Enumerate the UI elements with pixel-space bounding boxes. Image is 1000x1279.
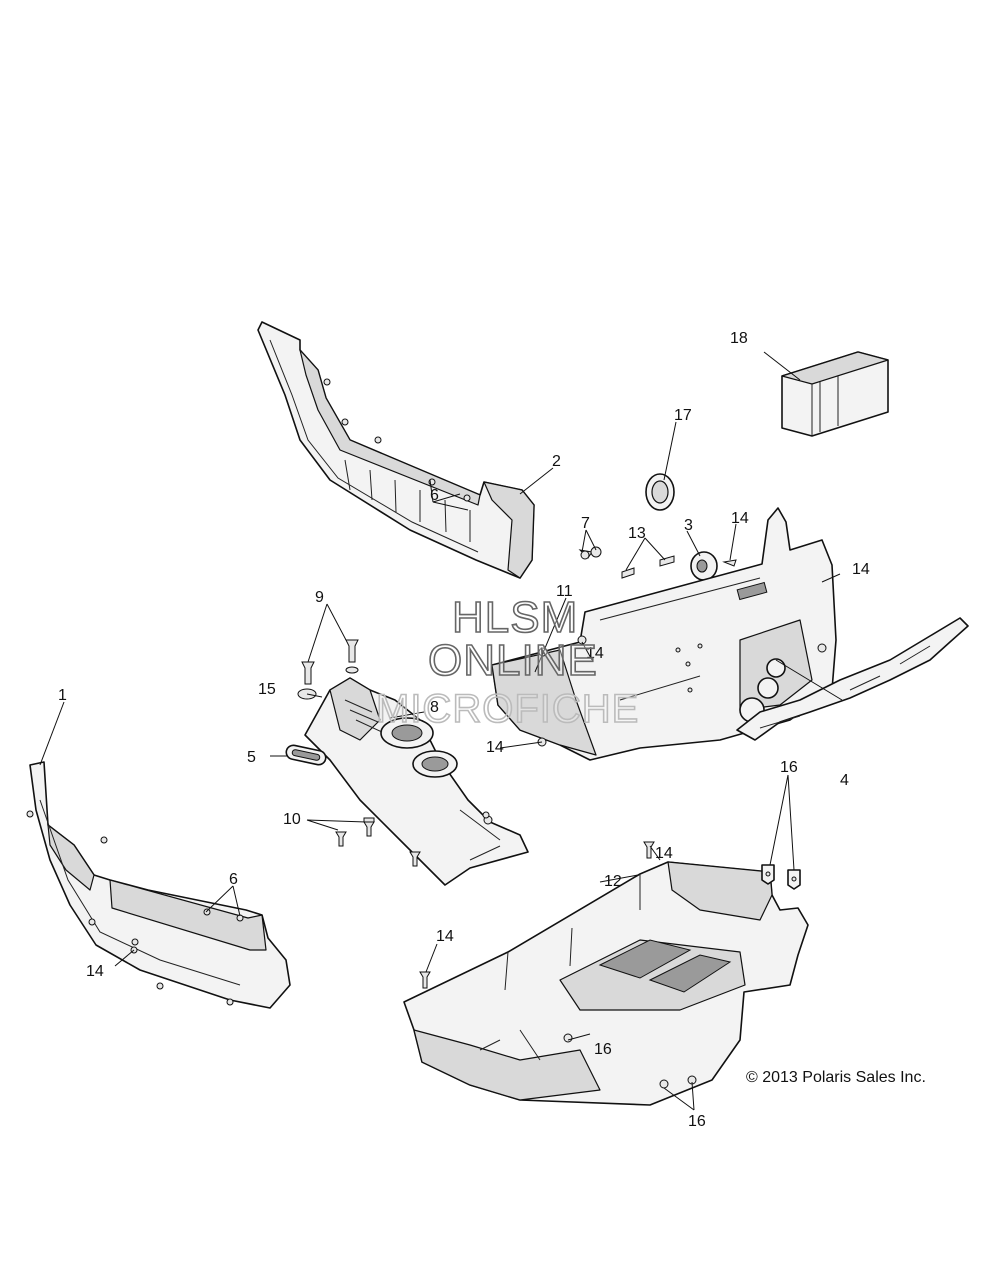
callout-13: 13 <box>628 525 646 542</box>
callout-2: 2 <box>552 453 561 470</box>
callout-11: 11 <box>556 583 573 600</box>
copyright-notice: © 2013 Polaris Sales Inc. <box>746 1069 926 1086</box>
part-3-grommet <box>690 551 718 581</box>
callout-17: 17 <box>674 407 692 424</box>
leader-lines <box>39 351 843 1111</box>
callout-14-a: 14 <box>731 510 749 527</box>
callout-14-d: 14 <box>486 739 504 756</box>
callout-4: 4 <box>840 772 849 789</box>
callout-8: 8 <box>430 699 439 716</box>
part-5-trim-bezel <box>285 744 327 766</box>
callout-14-e: 14 <box>655 845 673 862</box>
callout-16-c: 16 <box>688 1113 706 1130</box>
callout-14-f: 14 <box>436 928 454 945</box>
callout-6-upper: 6 <box>430 487 439 504</box>
part-2-side-rail <box>257 321 535 579</box>
callout-labels: 1 2 3 4 5 6 6 7 8 9 10 11 12 13 14 14 14… <box>58 330 870 1130</box>
callout-3: 3 <box>684 517 693 534</box>
callout-16-b: 16 <box>594 1041 612 1058</box>
callout-14-c: 14 <box>586 645 604 662</box>
callout-18: 18 <box>730 330 748 347</box>
part-18-foam-block <box>781 351 889 437</box>
part-17-clamp <box>645 473 675 511</box>
part-11-firewall-panel <box>491 507 837 761</box>
part-1-lower-side-rail <box>26 761 291 1009</box>
callout-7: 7 <box>581 515 590 532</box>
callout-14-g: 14 <box>86 963 104 980</box>
callout-9: 9 <box>315 589 324 606</box>
watermark-line-1: HLSM <box>452 593 578 642</box>
watermark-line-2: ONLINE <box>428 636 598 685</box>
callout-1: 1 <box>58 687 67 704</box>
callout-14-b: 14 <box>852 561 870 578</box>
part-16-brackets <box>761 864 801 890</box>
watermark: HLSM ONLINE MICROFICHE <box>375 592 639 732</box>
callout-12: 12 <box>604 873 622 890</box>
callout-15: 15 <box>258 681 276 698</box>
loose-fasteners <box>130 546 737 989</box>
fasteners-9-15-10 <box>297 639 421 867</box>
part-12-floor-tub <box>403 861 809 1106</box>
watermark-line-3: MICROFICHE <box>376 687 639 731</box>
callout-6-lower: 6 <box>229 871 238 888</box>
callout-16-a: 16 <box>780 759 798 776</box>
callout-10: 10 <box>283 811 301 828</box>
part-4-gasket-strip <box>736 617 969 741</box>
callout-5: 5 <box>247 749 256 766</box>
part-8-center-console <box>304 677 529 886</box>
